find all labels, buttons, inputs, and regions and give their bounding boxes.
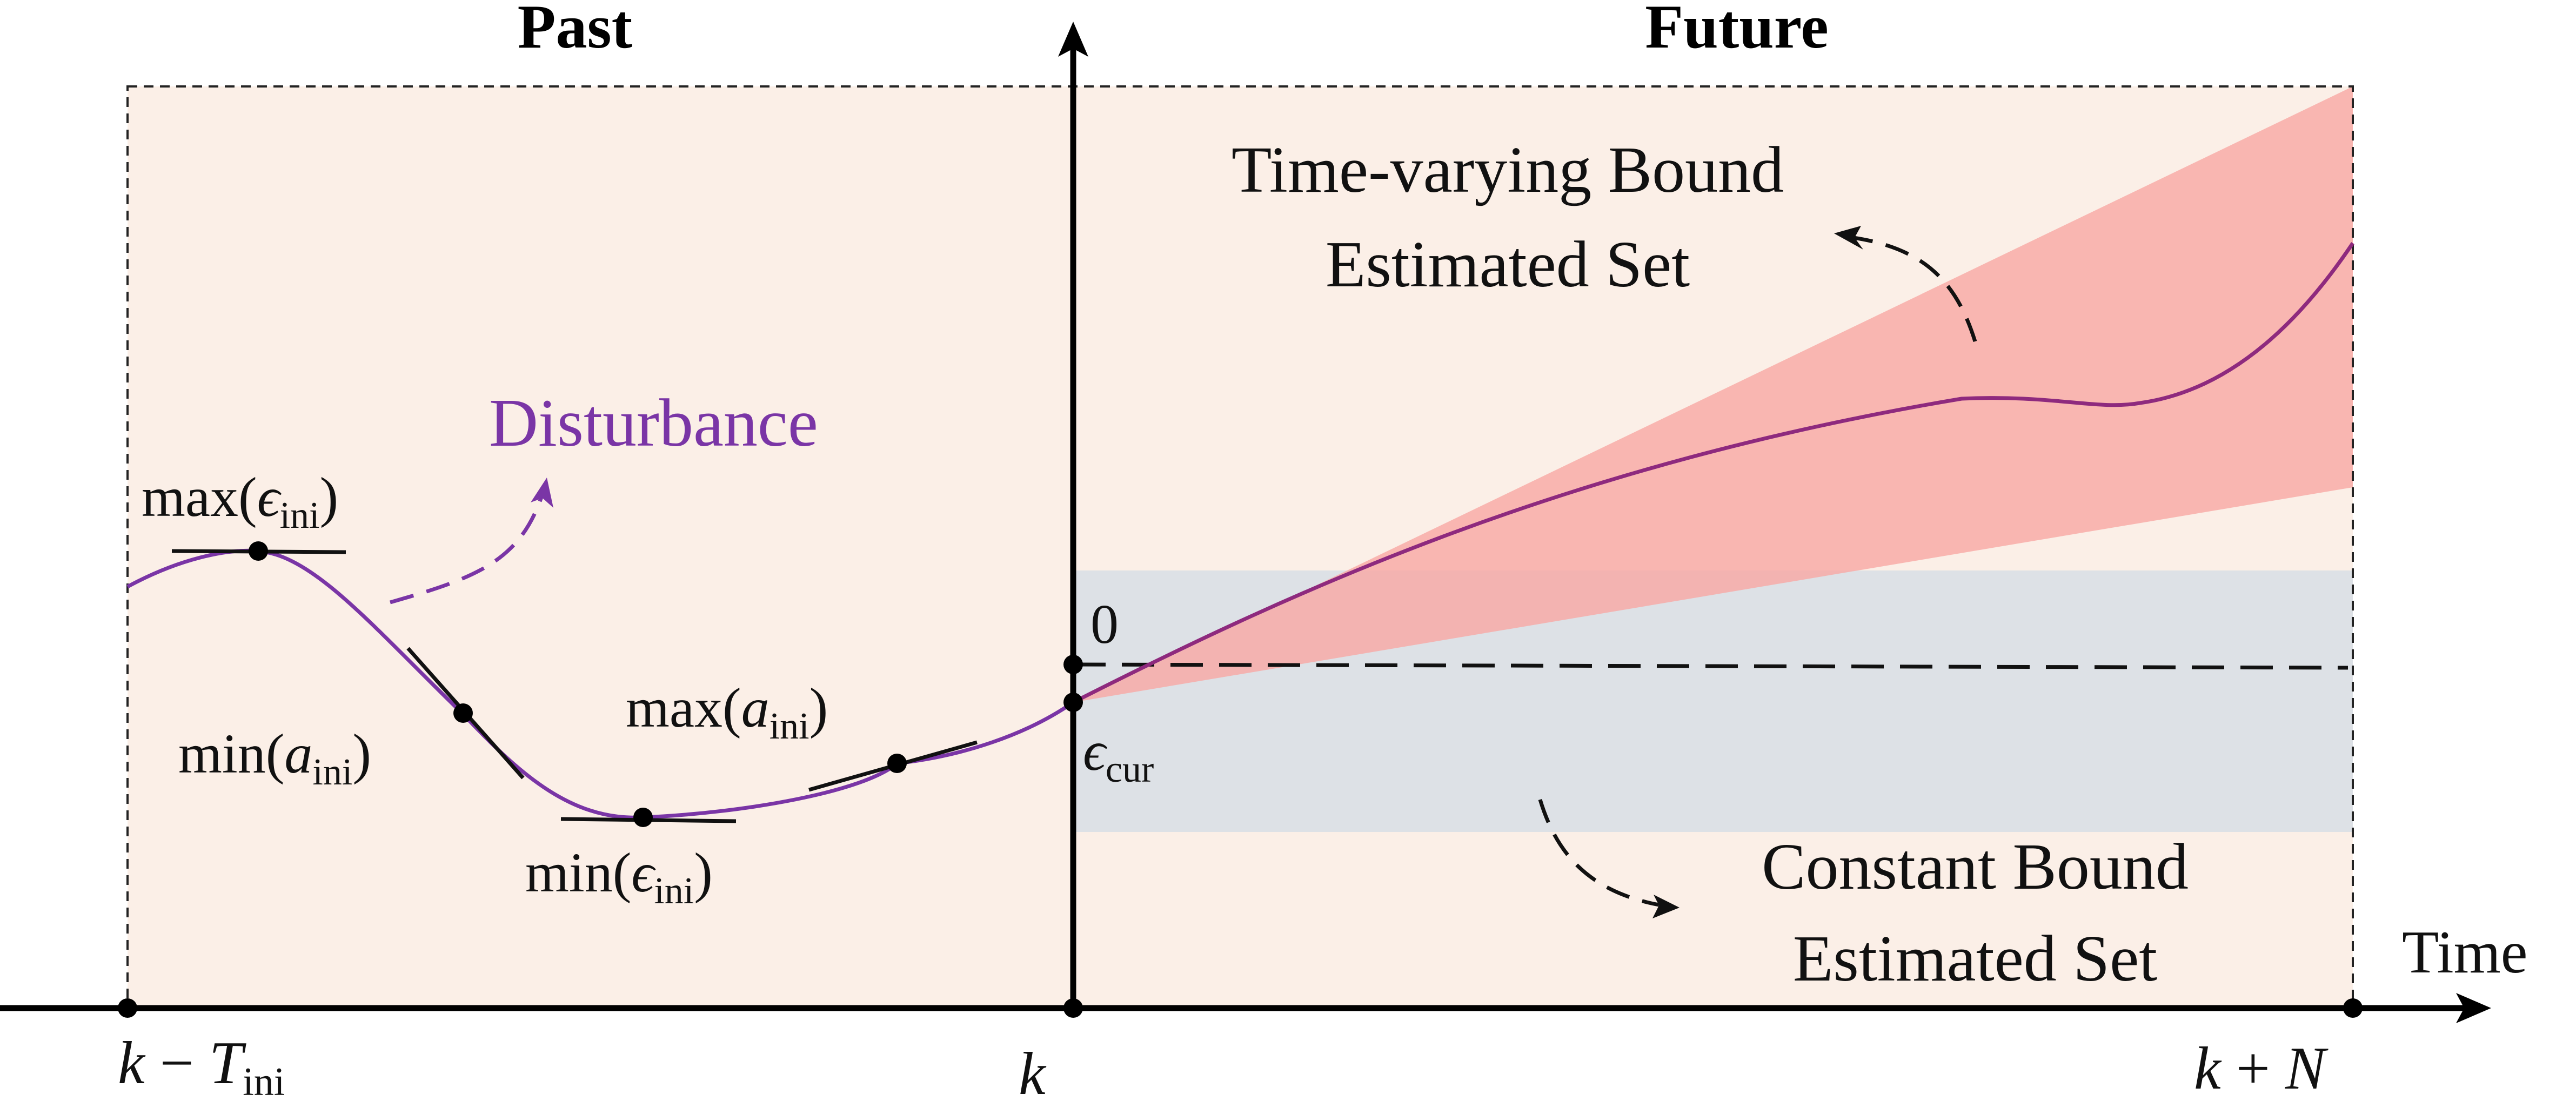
- time-axis-arrowhead: [2456, 993, 2491, 1023]
- time-varying-label-line2: Estimated Set: [1326, 228, 1690, 301]
- disturbance-pointer-arrow: [390, 496, 544, 605]
- time-varying-bound-cone: [1073, 86, 2353, 702]
- point-max-eps: [249, 541, 268, 561]
- time-varying-pointer-arrowhead: [1834, 226, 1863, 250]
- constant-pointer-arrow: [1538, 798, 1660, 907]
- x-label-k: k: [1019, 1040, 1047, 1101]
- future-title: Future: [1645, 0, 1828, 62]
- constant-bound-label-line2: Estimated Set: [1793, 922, 2157, 995]
- zero-reference-line: [1073, 662, 2348, 670]
- zero-label: 0: [1090, 593, 1119, 655]
- time-varying-label-line1: Time-varying Bound: [1232, 133, 1784, 206]
- tick-k-plus-n: [2343, 998, 2363, 1018]
- point-min-eps: [633, 808, 653, 827]
- past-title: Past: [518, 0, 633, 62]
- point-max-a: [887, 754, 907, 773]
- x-label-k-plus-n: k + N: [2194, 1035, 2329, 1101]
- eps-cur-label: ϵcur: [1083, 720, 1154, 790]
- max-eps-ini-label: max(ϵini): [142, 466, 338, 536]
- constant-bound-label-line1: Constant Bound: [1762, 830, 2189, 903]
- min-a-ini-label: min(aini): [178, 723, 371, 793]
- disturbance-pointer-arrowhead: [531, 478, 553, 508]
- constant-pointer-arrowhead: [1652, 895, 1680, 918]
- x-label-k-minus-tini: k − Tini: [118, 1030, 285, 1101]
- vertical-axis-arrowhead: [1058, 22, 1088, 57]
- max-a-ini-label: max(aini): [626, 677, 828, 747]
- disturbance-curve-future: [1072, 242, 2354, 704]
- time-axis-label: Time: [2402, 919, 2527, 986]
- min-eps-ini-label: min(ϵini): [525, 842, 713, 912]
- tick-k-minus-tini: [118, 998, 137, 1018]
- tick-k: [1063, 998, 1083, 1018]
- disturbance-label: Disturbance: [489, 386, 818, 461]
- point-min-a: [453, 703, 473, 723]
- time-varying-pointer-arrow: [1853, 236, 1977, 343]
